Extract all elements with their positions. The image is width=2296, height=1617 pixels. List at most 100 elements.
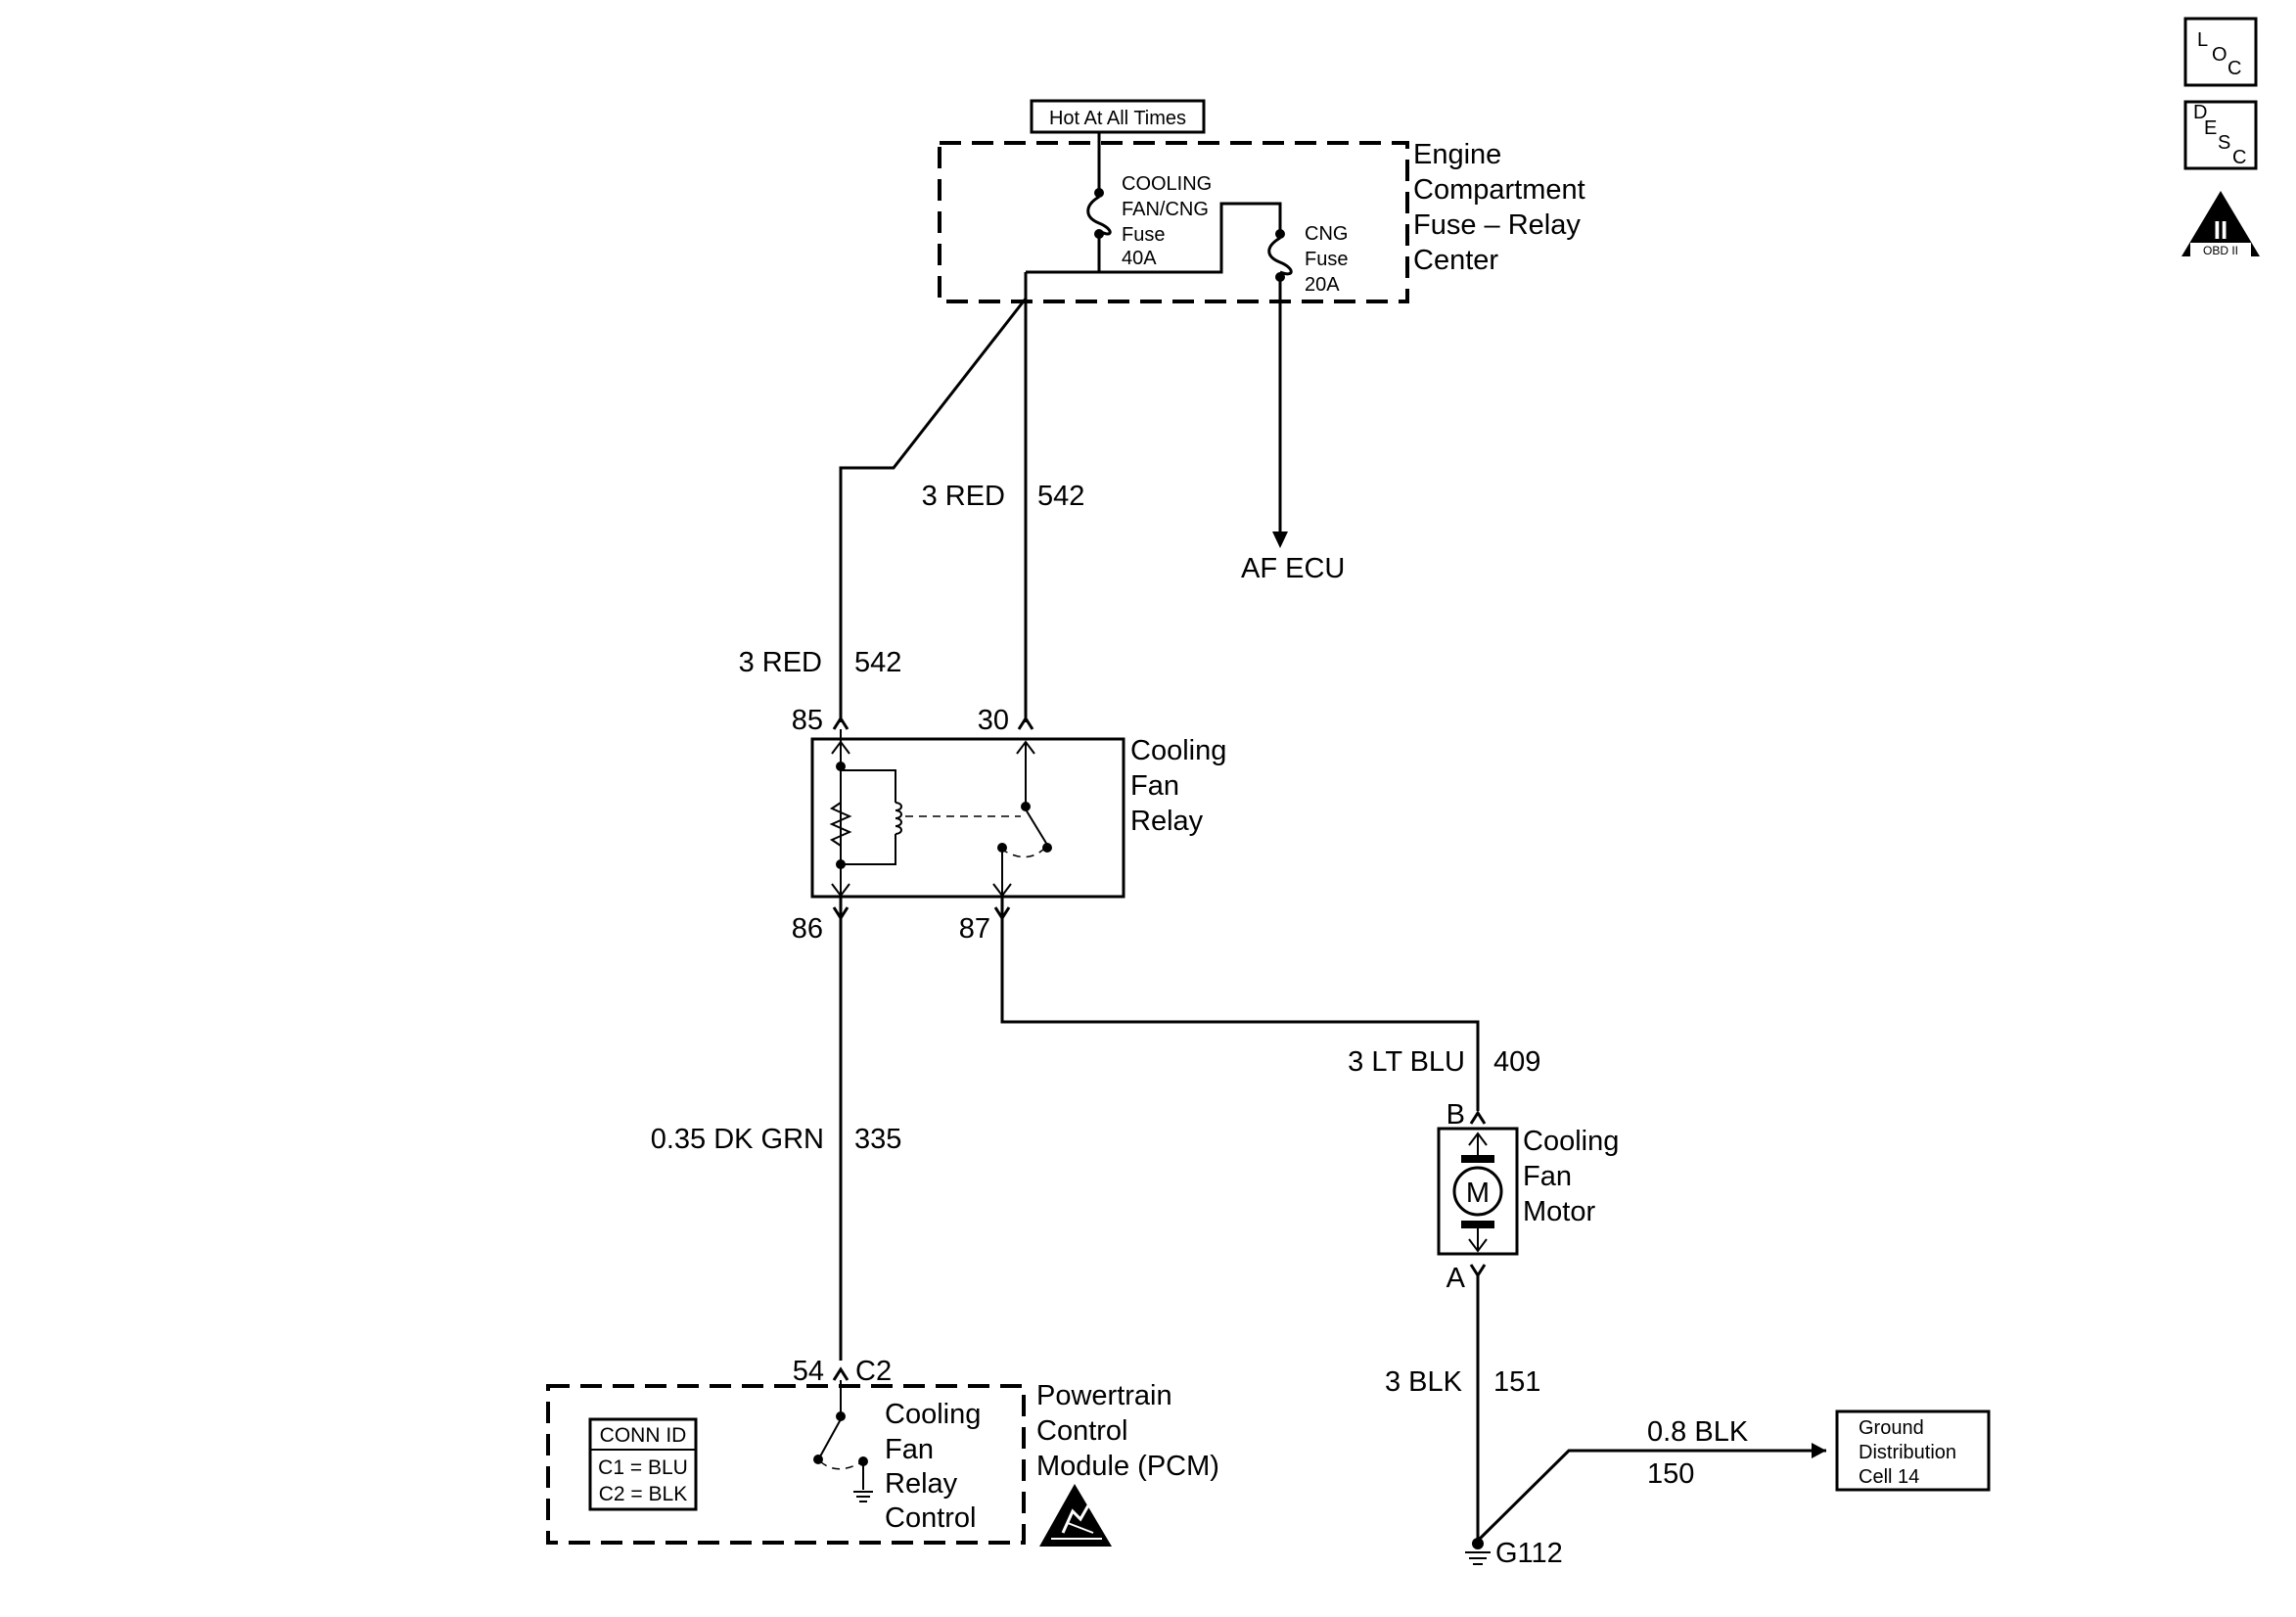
motor-pin-a-connector bbox=[1469, 1264, 1487, 1278]
svg-text:Cell 14: Cell 14 bbox=[1859, 1466, 1919, 1488]
pin30-connector bbox=[1017, 716, 1034, 730]
frc-line-2: Compartment bbox=[1413, 174, 1585, 206]
svg-text:C: C bbox=[2227, 58, 2241, 79]
pcm-connector-c2: C2 bbox=[855, 1356, 892, 1387]
cooling-fan-relay-label: Cooling Fan Relay bbox=[1130, 735, 1226, 837]
svg-text:3 RED: 3 RED bbox=[922, 481, 1005, 512]
svg-text:Powertrain: Powertrain bbox=[1036, 1380, 1172, 1411]
svg-text:Control: Control bbox=[885, 1502, 977, 1534]
af-ecu-label: AF ECU bbox=[1241, 553, 1345, 584]
svg-text:0.35 DK GRN: 0.35 DK GRN bbox=[651, 1124, 824, 1155]
pin85-connector bbox=[832, 716, 850, 730]
hot-at-all-times-label: Hot At All Times bbox=[1030, 99, 1206, 134]
internal-bus-wire bbox=[1026, 202, 1282, 274]
svg-text:Motor: Motor bbox=[1523, 1196, 1595, 1227]
svg-text:542: 542 bbox=[854, 647, 901, 678]
svg-text:S: S bbox=[2218, 132, 2230, 154]
svg-text:Fuse: Fuse bbox=[1122, 224, 1165, 246]
left-red-wire-label: 3 RED 542 bbox=[739, 647, 902, 678]
svg-text:20A: 20A bbox=[1305, 274, 1340, 296]
svg-text:Cooling: Cooling bbox=[1130, 735, 1226, 766]
motor-symbol-letter: M bbox=[1466, 1178, 1490, 1209]
desc-icon[interactable]: D E S C bbox=[2183, 100, 2258, 170]
svg-text:CNG: CNG bbox=[1305, 223, 1348, 245]
svg-text:3 LT BLU: 3 LT BLU bbox=[1348, 1046, 1465, 1078]
relay-control-wire-label: 0.35 DK GRN 335 bbox=[651, 1124, 902, 1155]
g112-ground-symbol bbox=[1465, 1538, 1491, 1565]
svg-text:Distribution: Distribution bbox=[1859, 1442, 1956, 1463]
hot-at-all-times-text: Hot At All Times bbox=[1049, 108, 1186, 129]
motor-feed-wire-label: 3 LT BLU 409 bbox=[1348, 1046, 1540, 1078]
obd-numeral: II bbox=[2214, 215, 2227, 245]
cooling-fan-fuse-symbol bbox=[1086, 188, 1112, 239]
fuse-relay-center-label: Engine Compartment Fuse – Relay Center bbox=[1413, 139, 1585, 276]
cooling-fan-fuse-label: COOLING FAN/CNG Fuse 40A bbox=[1122, 173, 1212, 269]
svg-text:Fan: Fan bbox=[1130, 770, 1179, 802]
cng-fuse-label: CNG Fuse 20A bbox=[1305, 223, 1348, 296]
pcm-label: Powertrain Control Module (PCM) bbox=[1036, 1380, 1219, 1482]
svg-text:3 BLK: 3 BLK bbox=[1385, 1366, 1463, 1398]
svg-text:150: 150 bbox=[1647, 1458, 1694, 1490]
pcm-box bbox=[546, 1384, 1026, 1545]
svg-text:Module (PCM): Module (PCM) bbox=[1036, 1451, 1219, 1482]
svg-text:L: L bbox=[2197, 29, 2208, 51]
svg-text:D: D bbox=[2193, 102, 2207, 123]
svg-text:409: 409 bbox=[1493, 1046, 1540, 1078]
svg-text:Cooling: Cooling bbox=[885, 1399, 981, 1430]
motor-pin-b-connector bbox=[1469, 1110, 1487, 1125]
cooling-fan-relay-box bbox=[810, 737, 1125, 899]
conn-id-row-c2: C2 = BLK bbox=[599, 1483, 687, 1505]
frc-line-3: Fuse – Relay bbox=[1413, 209, 1581, 241]
obd-ii-icon[interactable]: II OBD II bbox=[2181, 191, 2260, 257]
svg-text:Ground: Ground bbox=[1859, 1417, 1924, 1439]
cooling-fan-relay-control-label: Cooling Fan Relay Control bbox=[885, 1399, 981, 1534]
loc-icon[interactable]: L O C bbox=[2183, 17, 2258, 87]
relay-pin-30: 30 bbox=[978, 705, 1009, 736]
pcm-internal-switch bbox=[813, 1380, 873, 1502]
svg-text:40A: 40A bbox=[1122, 248, 1157, 269]
cooling-fan-motor-symbol: M bbox=[1452, 1132, 1503, 1253]
ground-distribution-wire-label: 0.8 BLK 150 bbox=[1647, 1416, 1749, 1490]
svg-text:Relay: Relay bbox=[885, 1468, 958, 1500]
relay-switch-contacts bbox=[992, 740, 1052, 898]
motor-pin-a: A bbox=[1446, 1263, 1466, 1294]
ground-distribution-box: Ground Distribution Cell 14 bbox=[1835, 1409, 1991, 1492]
conn-id-row-c1: C1 = BLU bbox=[598, 1456, 688, 1479]
svg-text:151: 151 bbox=[1493, 1366, 1540, 1398]
svg-text:E: E bbox=[2204, 117, 2217, 139]
svg-text:3 RED: 3 RED bbox=[739, 647, 822, 678]
svg-text:Cooling: Cooling bbox=[1523, 1126, 1619, 1157]
motor-pin-b: B bbox=[1446, 1099, 1465, 1131]
obd-label: OBD II bbox=[2203, 244, 2238, 257]
svg-text:O: O bbox=[2212, 44, 2227, 66]
svg-text:FAN/CNG: FAN/CNG bbox=[1122, 199, 1209, 220]
frc-line-4: Center bbox=[1413, 245, 1498, 276]
conn-id-title: CONN ID bbox=[600, 1424, 687, 1447]
motor-ground-wire-label: 3 BLK 151 bbox=[1385, 1366, 1540, 1398]
svg-text:335: 335 bbox=[854, 1124, 901, 1155]
g112-label: G112 bbox=[1495, 1538, 1563, 1569]
cng-fuse-symbol bbox=[1267, 229, 1293, 282]
relay-coil-circuit bbox=[829, 729, 902, 898]
frc-line-1: Engine bbox=[1413, 139, 1501, 170]
svg-text:Fan: Fan bbox=[1523, 1161, 1572, 1192]
svg-text:542: 542 bbox=[1037, 481, 1084, 512]
relay-pin-87: 87 bbox=[959, 913, 990, 945]
relay-pin-85: 85 bbox=[792, 705, 823, 736]
svg-text:Relay: Relay bbox=[1130, 806, 1204, 837]
ground-distribution-arrow bbox=[1812, 1443, 1826, 1458]
svg-text:0.8 BLK: 0.8 BLK bbox=[1647, 1416, 1749, 1448]
svg-text:C: C bbox=[2232, 147, 2246, 168]
cooling-fan-motor-box bbox=[1437, 1127, 1519, 1256]
af-ecu-arrow bbox=[1272, 531, 1288, 548]
svg-text:Fuse: Fuse bbox=[1305, 249, 1348, 270]
pcm-pin-connector bbox=[832, 1366, 850, 1381]
relay-pin-86: 86 bbox=[792, 913, 823, 945]
lt-blu-motor-feed-wire bbox=[1000, 896, 1480, 1111]
cooling-fan-motor-label: Cooling Fan Motor bbox=[1523, 1126, 1619, 1227]
pcm-pin-54: 54 bbox=[793, 1356, 824, 1387]
conn-id-table: CONN ID C1 = BLU C2 = BLK bbox=[588, 1417, 698, 1511]
svg-text:Fan: Fan bbox=[885, 1434, 934, 1465]
svg-text:Control: Control bbox=[1036, 1415, 1128, 1447]
